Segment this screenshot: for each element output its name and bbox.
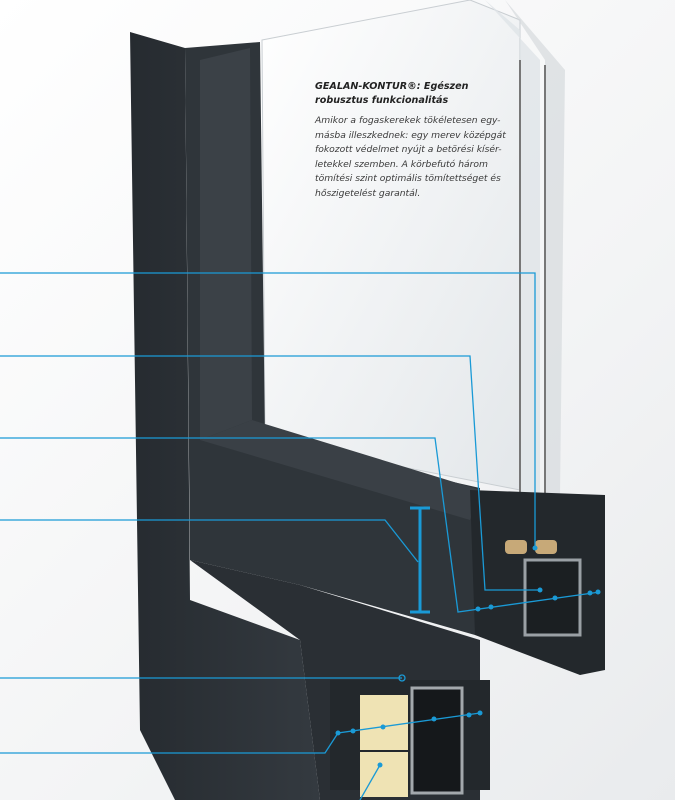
caption-box: GEALAN-KONTUR®: Egészen robusztus funkci… bbox=[315, 80, 510, 201]
callout-line-4 bbox=[0, 519, 419, 563]
callout-line-7 bbox=[359, 764, 381, 800]
glass-panes bbox=[261, 0, 565, 500]
insulation-block bbox=[360, 752, 408, 797]
glazing-block bbox=[535, 540, 557, 554]
caption-title: GEALAN-KONTUR®: Egészen robusztus funkci… bbox=[315, 81, 469, 106]
callout-line-2 bbox=[0, 355, 540, 591]
caption-body: Amikor a fogaskerekek tökéletesen egy-má… bbox=[315, 115, 506, 199]
dimension-marker bbox=[410, 506, 430, 614]
callout-line-3 bbox=[0, 437, 601, 613]
callout-line-1 bbox=[0, 272, 536, 548]
glazing-block bbox=[505, 540, 527, 554]
callout-line-6 bbox=[0, 712, 481, 754]
callout-dots bbox=[335, 545, 601, 768]
insulation-block bbox=[360, 695, 408, 750]
window-frame bbox=[130, 32, 605, 800]
callout-lines bbox=[0, 272, 601, 800]
